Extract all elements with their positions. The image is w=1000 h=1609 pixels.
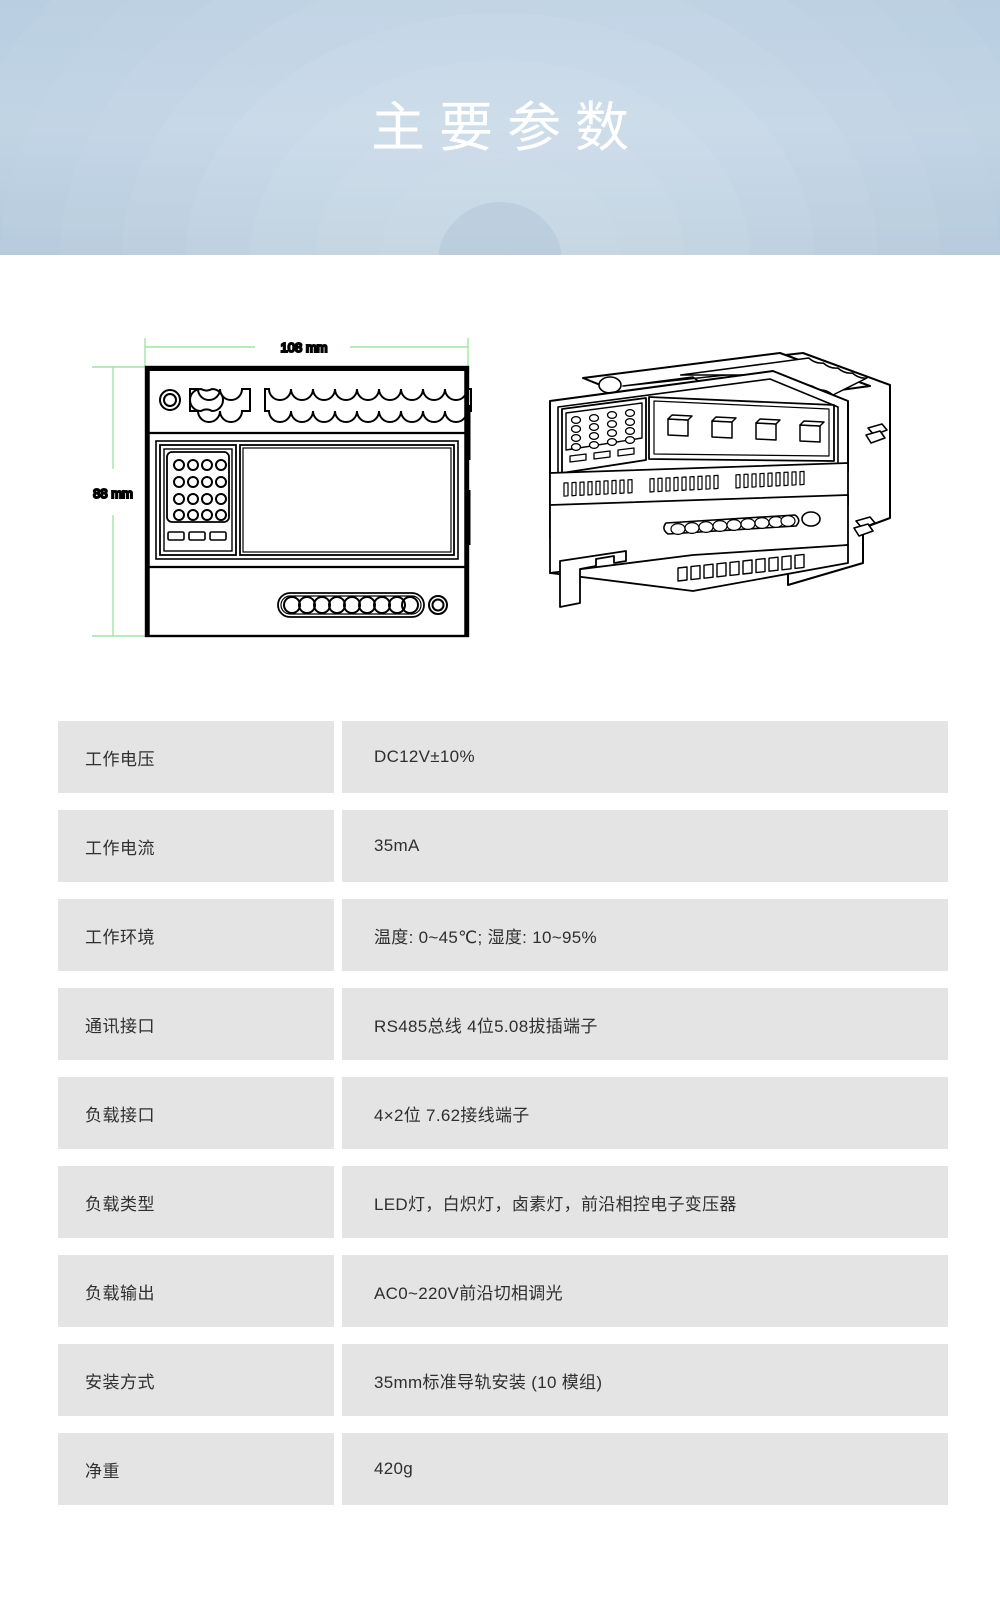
specification-table: 工作电压 DC12V±10% 工作电流 35mA 工作环境 温度: 0~45℃;… — [58, 721, 948, 1522]
spec-value: 35mA — [342, 810, 948, 882]
spec-key: 负载接口 — [58, 1077, 334, 1149]
spec-value: 温度: 0~45℃; 湿度: 10~95% — [342, 899, 948, 971]
front-view-technical-drawing: 108 mm 88 mm — [92, 338, 472, 638]
spec-key: 工作电流 — [58, 810, 334, 882]
spec-key: 通讯接口 — [58, 988, 334, 1060]
column-divider — [334, 1166, 342, 1238]
spec-value: 35mm标准导轨安装 (10 模组) — [342, 1344, 948, 1416]
spec-key: 净重 — [58, 1433, 334, 1505]
banner-arc-decoration — [0, 0, 1000, 255]
column-divider — [334, 721, 342, 793]
spec-value: RS485总线 4位5.08拔插端子 — [342, 988, 948, 1060]
spec-key: 负载类型 — [58, 1166, 334, 1238]
isometric-product-drawing — [549, 352, 891, 608]
spec-value: LED灯，白炽灯，卤素灯，前沿相控电子变压器 — [342, 1166, 948, 1238]
table-row: 通讯接口 RS485总线 4位5.08拔插端子 — [58, 988, 948, 1060]
product-drawing-area: 108 mm 88 mm — [0, 255, 1000, 695]
spec-value: AC0~220V前沿切相调光 — [342, 1255, 948, 1327]
table-row: 负载接口 4×2位 7.62接线端子 — [58, 1077, 948, 1149]
table-row: 工作电压 DC12V±10% — [58, 721, 948, 793]
width-dimension-label: 108 mm — [281, 340, 328, 355]
spec-value: 420g — [342, 1433, 948, 1505]
spec-key: 工作电压 — [58, 721, 334, 793]
column-divider — [334, 899, 342, 971]
table-row: 工作电流 35mA — [58, 810, 948, 882]
spec-value: DC12V±10% — [342, 721, 948, 793]
height-dimension-label: 88 mm — [93, 486, 133, 501]
column-divider — [334, 1344, 342, 1416]
page-title: 主要参数 — [371, 97, 643, 158]
column-divider — [334, 1077, 342, 1149]
table-row: 工作环境 温度: 0~45℃; 湿度: 10~95% — [58, 899, 948, 971]
column-divider — [334, 1433, 342, 1505]
spec-value: 4×2位 7.62接线端子 — [342, 1077, 948, 1149]
column-divider — [334, 988, 342, 1060]
spec-key: 安装方式 — [58, 1344, 334, 1416]
page-banner: 主要参数 — [0, 0, 1000, 255]
column-divider — [334, 1255, 342, 1327]
table-row: 负载输出 AC0~220V前沿切相调光 — [58, 1255, 948, 1327]
table-row: 安装方式 35mm标准导轨安装 (10 模组) — [58, 1344, 948, 1416]
table-row: 净重 420g — [58, 1433, 948, 1505]
table-row: 负载类型 LED灯，白炽灯，卤素灯，前沿相控电子变压器 — [58, 1166, 948, 1238]
spec-key: 负载输出 — [58, 1255, 334, 1327]
spec-key: 工作环境 — [58, 899, 334, 971]
column-divider — [334, 810, 342, 882]
